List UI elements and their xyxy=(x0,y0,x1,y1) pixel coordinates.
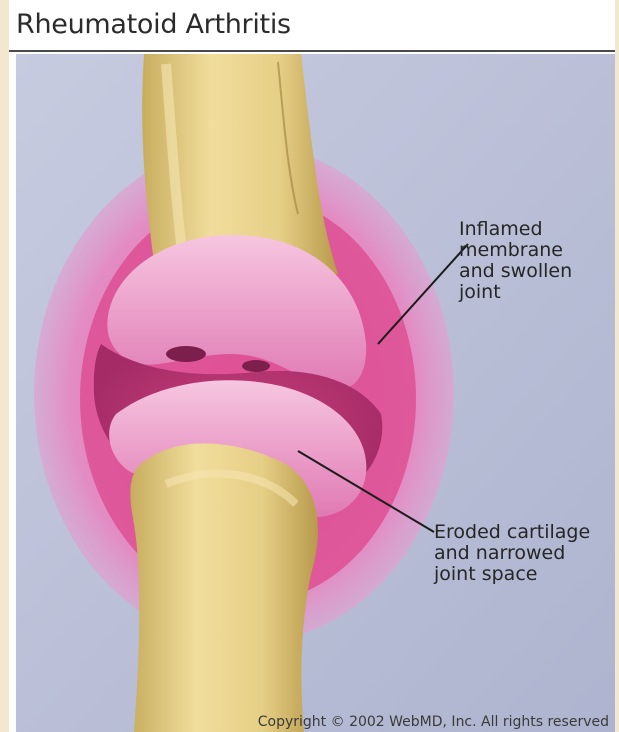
membrane-callout-line: and swollen xyxy=(459,261,572,282)
erosion-pit-2 xyxy=(242,360,270,372)
title-divider xyxy=(9,50,615,52)
membrane-callout: Inflamed membrane and swollen joint xyxy=(459,219,572,303)
membrane-callout-line: joint xyxy=(459,282,572,303)
lower-bone xyxy=(130,443,317,732)
figure-title: Rheumatoid Arthritis xyxy=(16,9,291,40)
copyright-notice: Copyright © 2002 WebMD, Inc. All rights … xyxy=(258,714,609,730)
knee-joint-drawing xyxy=(16,54,615,732)
cartilage-callout-line: joint space xyxy=(434,564,590,585)
erosion-pit-1 xyxy=(166,346,206,362)
membrane-callout-line: membrane xyxy=(459,240,572,261)
membrane-callout-line: Inflamed xyxy=(459,219,572,240)
cartilage-callout-line: and narrowed xyxy=(434,543,590,564)
cartilage-callout-line: Eroded cartilage xyxy=(434,522,590,543)
joint-illustration: Inflamed membrane and swollen joint Erod… xyxy=(16,54,615,732)
cartilage-callout: Eroded cartilage and narrowed joint spac… xyxy=(434,522,590,585)
